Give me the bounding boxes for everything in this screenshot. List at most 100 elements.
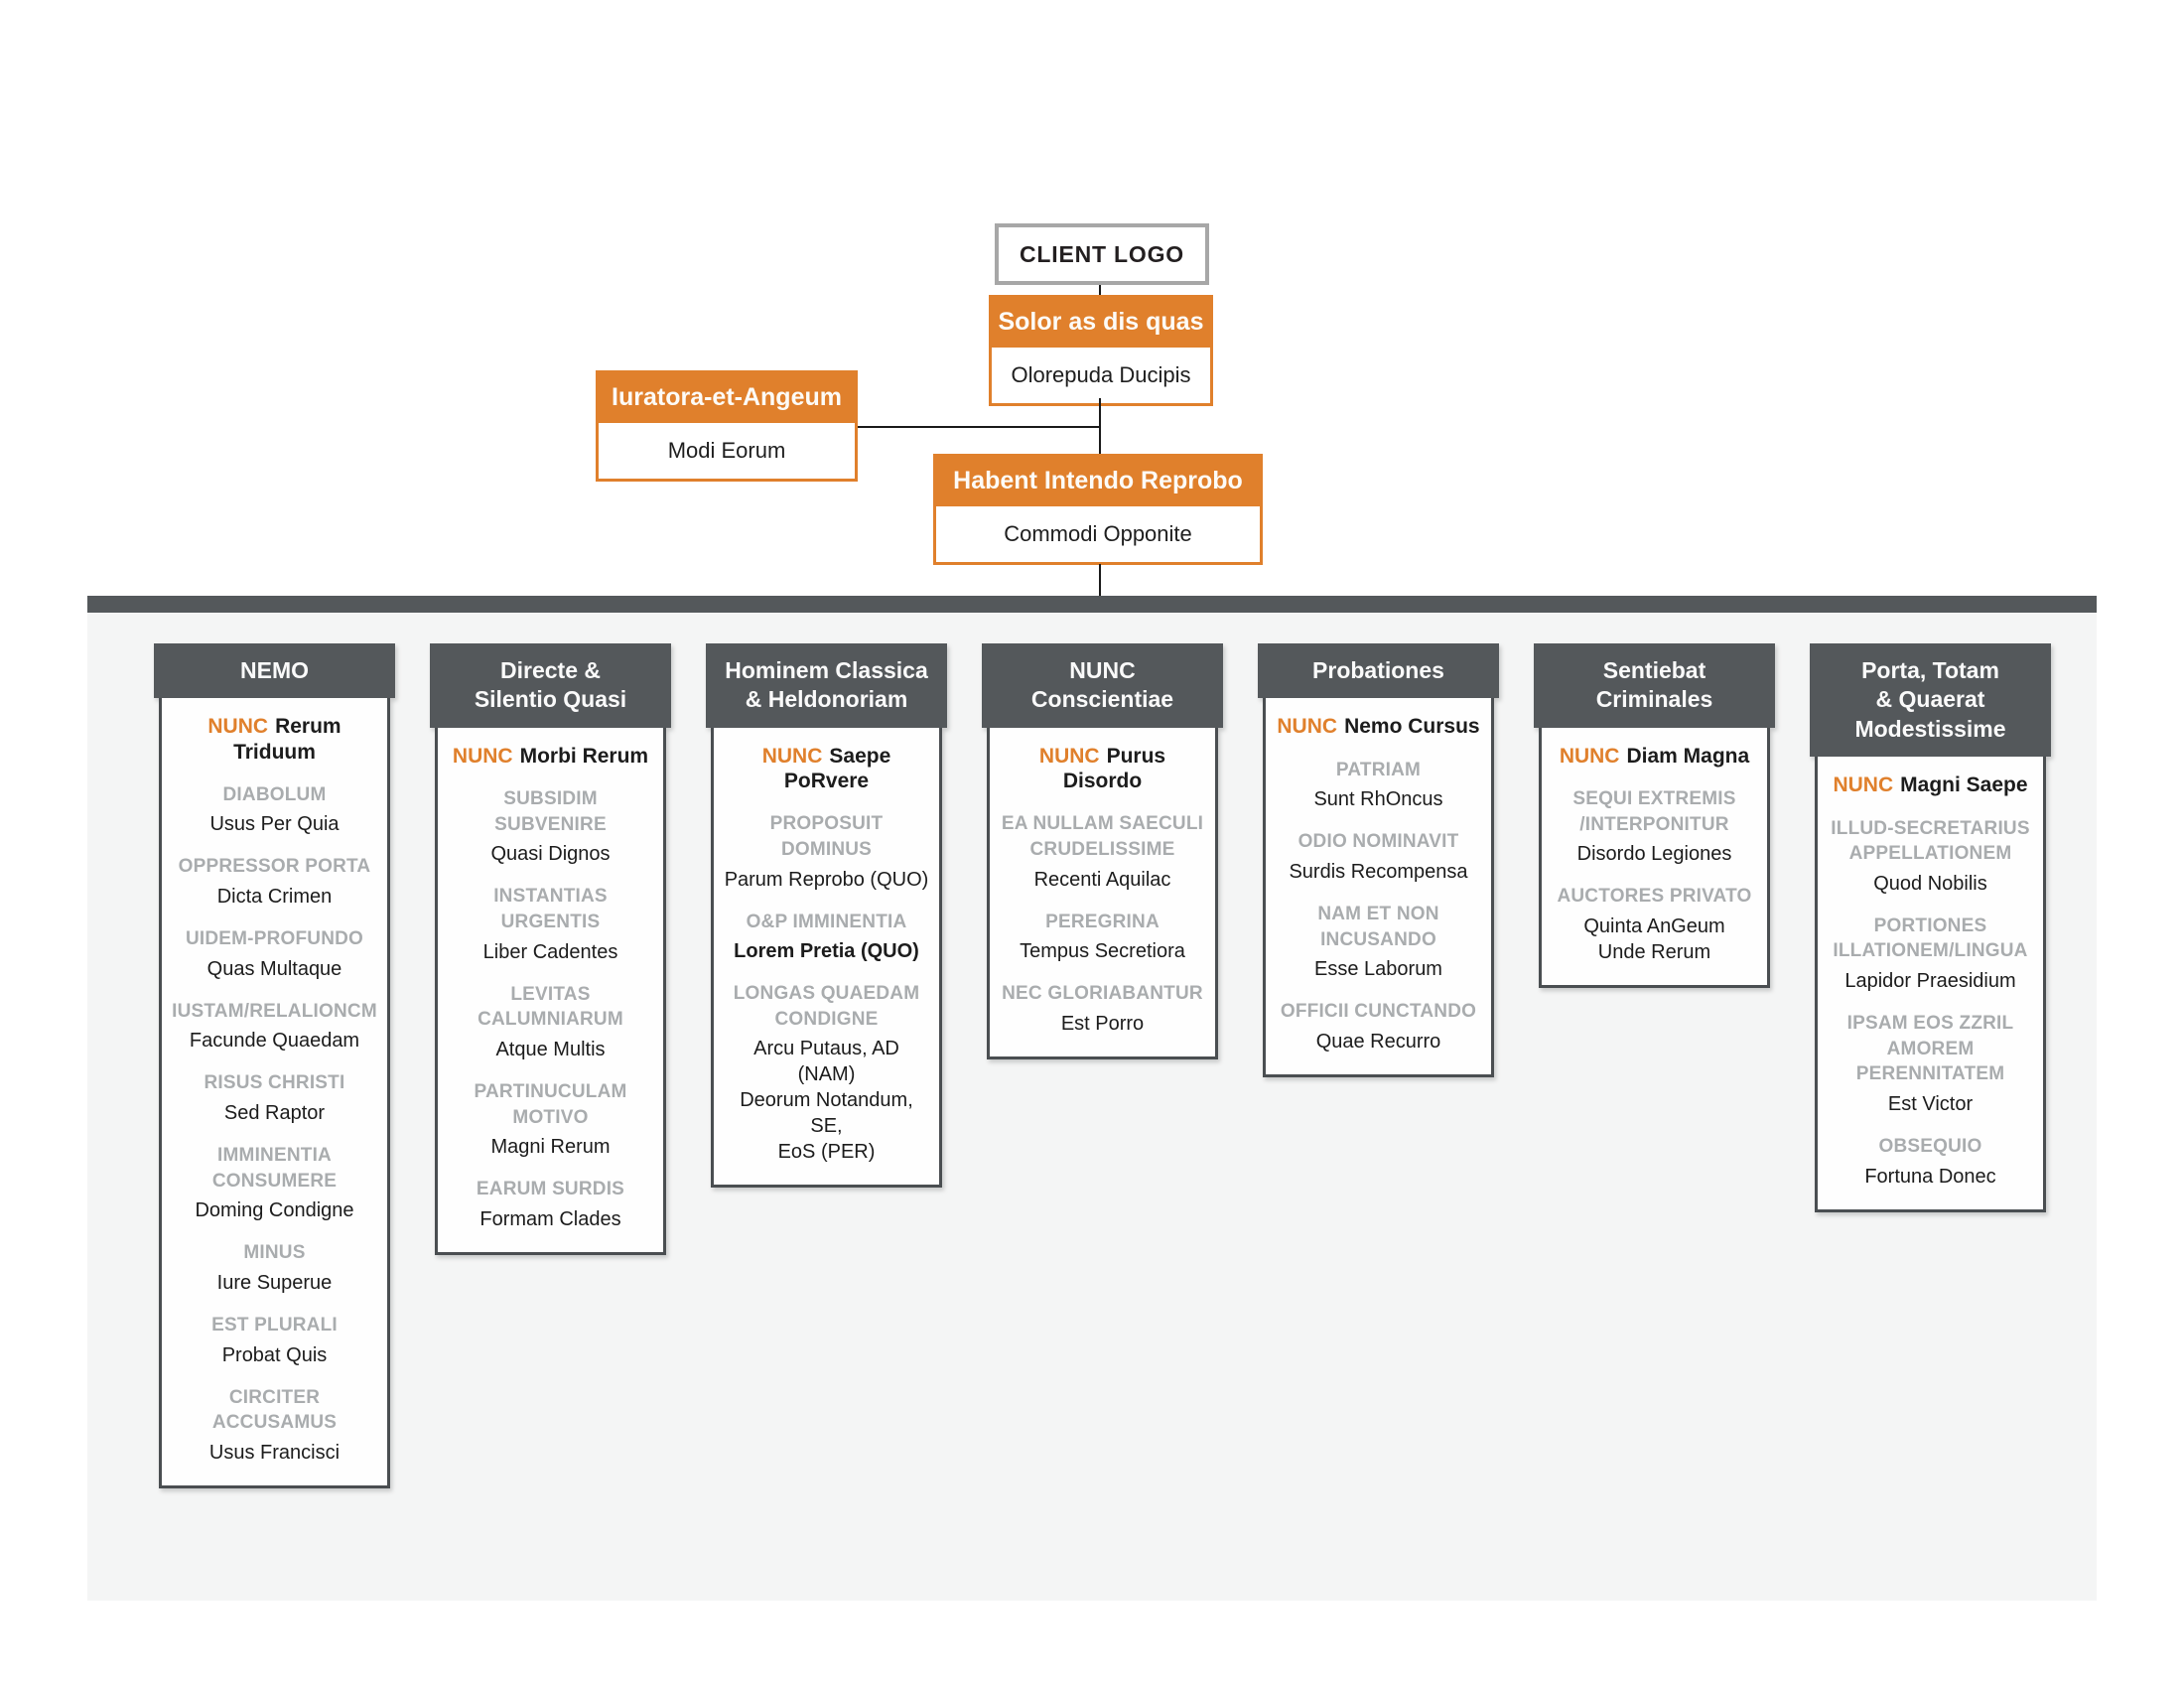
item-name: Usus Per Quia: [209, 813, 340, 836]
list-item: ILLUD-SECRETARIUS APPELLATIONEM Quod Nob…: [1827, 816, 2034, 897]
list-item: AUCTORES PRIVATO Quinta AnGeum Unde Reru…: [1551, 884, 1758, 965]
item-name: Atque Multis: [495, 1038, 606, 1060]
list-item: IMMINENTIA CONSUMERE Doming Condigne: [171, 1143, 378, 1223]
lead-name: Saepe PoRvere: [783, 744, 891, 793]
list-item: ODIO NOMINAVIT Surdis Recompensa: [1275, 829, 1482, 885]
item-role: LEVITAS CALUMNIARUM: [478, 983, 623, 1031]
list-item: IPSAM EOS ZZRIL AMOREM PERENNITATEM Est …: [1827, 1011, 2034, 1117]
item-role: NEC GLORIABANTUR: [1002, 983, 1203, 1005]
item-list: ILLUD-SECRETARIUS APPELLATIONEM Quod Nob…: [1827, 816, 2034, 1190]
item-name: Liber Cadentes: [482, 940, 618, 963]
lead-prefix: NUNC: [1559, 744, 1620, 768]
list-item: CIRCITER ACCUSAMUS Usus Francisci: [171, 1385, 378, 1466]
item-role: OPPRESSOR PORTA: [178, 856, 371, 878]
list-item: PARTINUCULAM MOTIVO Magni Rerum: [447, 1079, 654, 1160]
item-name: Probat Quis: [221, 1343, 328, 1366]
list-item: PATRIAM Sunt RhOncus: [1275, 758, 1482, 813]
item-role: O&P IMMINENTIA: [746, 911, 907, 932]
list-item: LONGAS QUAEDAM CONDIGNE Arcu Putaus, AD …: [723, 981, 930, 1165]
column-body: NUNC Magni Saepe ILLUD-SECRETARIUS APPELL…: [1815, 757, 2046, 1212]
org-box-left: Iuratora-et-Angeum Modi Eorum: [596, 370, 858, 482]
list-item: SUBSIDIM SUBVENIRE Quasi Dignos: [447, 786, 654, 867]
list-item: OPPRESSOR PORTA Dicta Crimen: [171, 854, 378, 910]
item-role: IMMINENTIA CONSUMERE: [211, 1145, 338, 1192]
column-header: Sentiebat Criminales: [1534, 643, 1775, 728]
list-item: EA NULLAM SAECULI CRUDELISSIME Recenti A…: [999, 811, 1206, 892]
item-role: ILLUD-SECRETARIUS APPELLATIONEM: [1831, 817, 2030, 865]
list-item: PORTIONES ILLATIONEM/LINGUA Lapidor Prae…: [1827, 914, 2034, 994]
item-role: IUSTAM/RELALIONCM: [172, 1000, 377, 1022]
item-list: DIABOLUM Usus Per Quia OPPRESSOR PORTA D…: [171, 782, 378, 1466]
item-name: Disordo Legiones: [1576, 843, 1732, 866]
item-role: INSTANTIAS URGENTIS: [493, 886, 608, 932]
item-name: Iure Superue: [216, 1271, 333, 1294]
lead-prefix: NUNC: [1277, 715, 1338, 739]
lead-name: Diam Magna: [1626, 744, 1750, 768]
org-box-middle-title: Habent Intendo Reprobo: [936, 457, 1260, 506]
column-lead: NUNC Magni Saepe: [1827, 773, 2034, 797]
list-item: EARUM SURDIS Formam Clades: [447, 1177, 654, 1232]
column-header: Hominem Classica & Heldonoriam: [706, 643, 947, 728]
item-role: UIDEM-PROFUNDO: [185, 928, 364, 950]
list-item: NAM ET NON INCUSANDO Esse Laborum: [1275, 902, 1482, 982]
list-item: MINUS Iure Superue: [171, 1240, 378, 1296]
item-name: Quae Recurro: [1315, 1030, 1441, 1053]
item-role: MINUS: [243, 1242, 306, 1264]
column-header: NUNC Conscientiae: [982, 643, 1223, 728]
item-role: SUBSIDIM SUBVENIRE: [494, 788, 607, 835]
item-name: Arcu Putaus, AD (NAM) Deorum Notandum, S…: [740, 1038, 913, 1164]
lead-prefix: NUNC: [452, 744, 513, 768]
list-item: EST PLURALI Probat Quis: [171, 1313, 378, 1368]
list-item: O&P IMMINENTIA Lorem Pretia (QUO): [723, 910, 930, 965]
connector-line: [858, 426, 1101, 428]
item-name: Quinta AnGeum Unde Rerum: [1583, 914, 1725, 963]
org-box-middle: Habent Intendo Reprobo Commodi Opponite: [933, 454, 1263, 565]
item-name: Doming Condigne: [195, 1199, 354, 1222]
list-item: LEVITAS CALUMNIARUM Atque Multis: [447, 982, 654, 1062]
item-name: Fortuna Donec: [1864, 1165, 1996, 1188]
org-box-left-title: Iuratora-et-Angeum: [599, 373, 855, 423]
org-box-root-name: Olorepuda Ducipis: [1011, 361, 1191, 387]
item-name: Magni Rerum: [490, 1136, 611, 1159]
connector-line: [1099, 564, 1101, 596]
lead-name: Morbi Rerum: [519, 744, 649, 768]
item-list: PROPOSUIT DOMINUS Parum Reprobo (QUO) O&…: [723, 811, 930, 1165]
item-name: Quod Nobilis: [1873, 872, 1987, 895]
item-role: PATRIAM: [1335, 759, 1422, 780]
client-logo-label: CLIENT LOGO: [1020, 240, 1184, 267]
lead-name: Nemo Cursus: [1344, 715, 1480, 739]
item-role: PORTIONES ILLATIONEM/LINGUA: [1833, 914, 2028, 962]
list-item: PROPOSUIT DOMINUS Parum Reprobo (QUO): [723, 811, 930, 892]
column-header: Porta, Totam & Quaerat Modestissime: [1810, 643, 2051, 758]
item-name: Parum Reprobo (QUO): [724, 868, 929, 891]
lead-prefix: NUNC: [207, 715, 269, 739]
item-name: Usus Francisci: [208, 1441, 341, 1464]
list-item: IUSTAM/RELALIONCM Facunde Quaedam: [171, 999, 378, 1055]
list-item: DIABOLUM Usus Per Quia: [171, 782, 378, 838]
item-role: NAM ET NON INCUSANDO: [1317, 903, 1439, 950]
item-role: OBSEQUIO: [1878, 1135, 1982, 1157]
item-name: Esse Laborum: [1314, 958, 1442, 981]
item-role: DIABOLUM: [222, 783, 327, 805]
item-list: SEQUI EXTREMIS /INTERPONITUR Disordo Leg…: [1551, 786, 1758, 965]
item-list: SUBSIDIM SUBVENIRE Quasi Dignos INSTANTI…: [447, 786, 654, 1232]
divider-band: [87, 596, 2097, 613]
column-header: Directe & Silentio Quasi: [430, 643, 671, 728]
lead-prefix: NUNC: [1833, 774, 1894, 797]
lead-name: Magni Saepe: [1900, 774, 2028, 797]
lead-prefix: NUNC: [1038, 744, 1100, 768]
item-list: EA NULLAM SAECULI CRUDELISSIME Recenti A…: [999, 811, 1206, 1037]
list-item: INSTANTIAS URGENTIS Liber Cadentes: [447, 884, 654, 964]
item-name: Facunde Quaedam: [189, 1030, 360, 1053]
item-name: Quas Multaque: [206, 957, 342, 980]
item-role: PROPOSUIT DOMINUS: [769, 813, 884, 860]
